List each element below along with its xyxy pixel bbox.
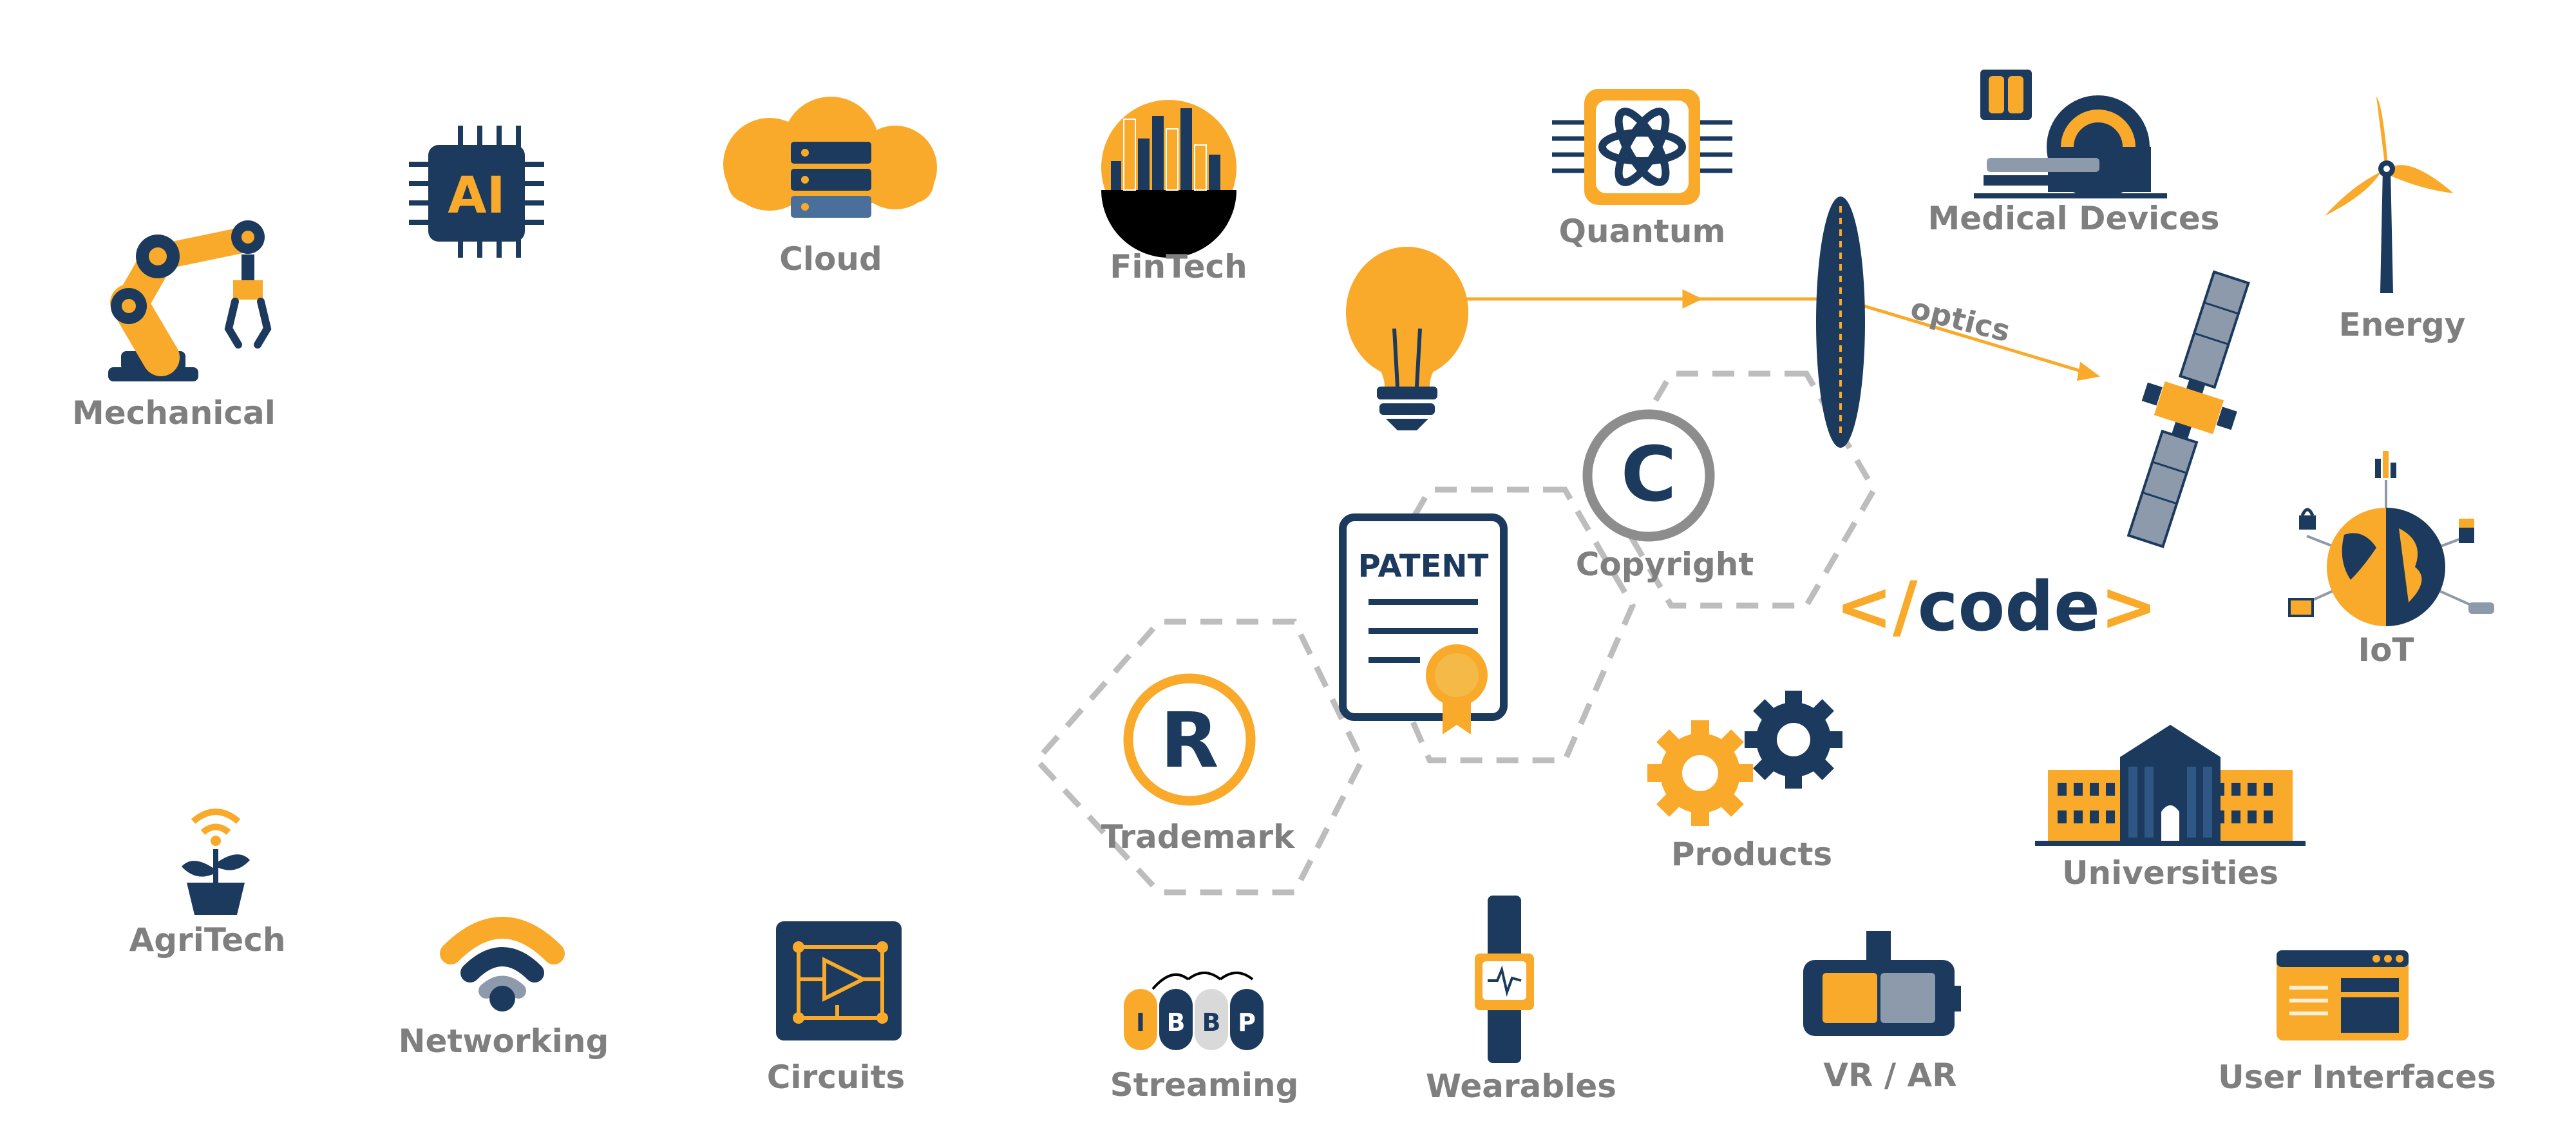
university-building-icon — [2035, 725, 2306, 846]
label-networking: Networking — [398, 1022, 609, 1060]
label-wearables: Wearables — [1425, 1068, 1617, 1105]
circuit-board-icon — [776, 921, 902, 1040]
wifi-icon — [440, 917, 565, 1012]
code-snippet-icon: </code> — [1835, 567, 2157, 646]
gears-icon — [1647, 691, 1842, 826]
frame-i: I — [1136, 1008, 1145, 1037]
label-copyright: Copyright — [1575, 546, 1754, 583]
globe-network-icon — [2288, 451, 2494, 626]
label-agritech: AgriTech — [129, 921, 286, 959]
frame-sequence-icon: I B B P — [1124, 972, 1264, 1050]
bar-chart-circle-icon — [1101, 100, 1236, 258]
label-streaming: Streaming — [1110, 1066, 1299, 1104]
optical-lens-icon — [1816, 197, 1865, 448]
frame-b2: B — [1202, 1008, 1221, 1037]
copyright-icon: C — [1582, 409, 1715, 542]
satellite-icon — [2126, 270, 2250, 548]
hexagon-cluster — [1032, 370, 1878, 896]
code-word: code — [1917, 567, 2101, 646]
browser-window-icon — [2277, 950, 2409, 1040]
label-energy: Energy — [2338, 306, 2466, 343]
label-medical-devices: Medical Devices — [1927, 200, 2220, 237]
patent-certificate-icon: PATENT — [1339, 513, 1508, 734]
label-circuits: Circuits — [766, 1059, 905, 1096]
plant-wifi-icon — [182, 809, 250, 915]
label-mechanical: Mechanical — [72, 394, 276, 432]
label-fintech: FinTech — [1110, 248, 1247, 285]
vr-headset-icon — [1803, 931, 1961, 1036]
label-products: Products — [1671, 836, 1833, 873]
cloud-server-icon — [723, 97, 937, 218]
registered-trademark-icon: R — [1123, 673, 1256, 806]
quantum-chip-icon — [1552, 89, 1732, 205]
label-quantum: Quantum — [1558, 213, 1726, 250]
robot-arm-icon — [108, 220, 272, 381]
wind-turbine-icon — [2325, 97, 2454, 293]
copyright-symbol: C — [1621, 430, 1677, 519]
code-close-bracket: > — [2100, 567, 2157, 646]
smartwatch-icon — [1475, 896, 1534, 1063]
label-user-interfaces: User Interfaces — [2218, 1059, 2496, 1096]
trademark-symbol: R — [1160, 696, 1219, 785]
lightbulb-icon — [1346, 247, 1468, 430]
label-iot: IoT — [2358, 631, 2414, 669]
frame-p: P — [1238, 1008, 1256, 1037]
label-cloud: Cloud — [779, 240, 882, 278]
label-universities: Universities — [2061, 854, 2279, 892]
frame-b1: B — [1167, 1008, 1186, 1037]
label-vr-ar: VR / AR — [1823, 1057, 1957, 1094]
hexagon-copyright — [1600, 370, 1878, 609]
code-open-bracket: </ — [1835, 567, 1918, 646]
ai-chip-icon: AI — [409, 126, 544, 258]
mri-scanner-icon — [1974, 70, 2167, 198]
light-beam — [1462, 289, 2101, 381]
label-trademark: Trademark — [1101, 818, 1295, 856]
hexagon-patent — [1358, 486, 1636, 763]
ai-chip-text: AI — [448, 167, 505, 225]
patent-title: PATENT — [1358, 548, 1489, 584]
